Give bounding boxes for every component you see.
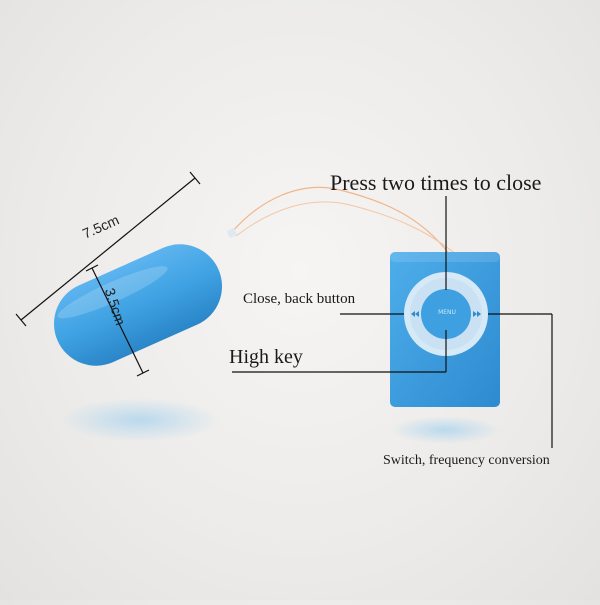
press-two-times-label: Press two times to close — [330, 170, 542, 195]
high-key-label: High key — [229, 346, 303, 368]
back-icon — [411, 311, 415, 317]
close-back-label: Close, back button — [243, 291, 356, 307]
high-key-button[interactable] — [421, 289, 471, 339]
egg-tip — [227, 228, 237, 238]
egg-device — [53, 244, 223, 366]
remote-reflection — [390, 416, 500, 444]
width-dim-line — [91, 267, 144, 374]
egg-reflection — [60, 398, 220, 442]
forward-icon — [477, 311, 481, 317]
antenna-wire — [231, 186, 451, 256]
antenna-wire-2 — [235, 201, 466, 263]
wheel-center-label: MENU — [438, 309, 456, 316]
length-dim-line — [20, 177, 196, 321]
remote-control — [390, 252, 500, 407]
switch-frequency-label: Switch, frequency conversion — [383, 453, 550, 468]
